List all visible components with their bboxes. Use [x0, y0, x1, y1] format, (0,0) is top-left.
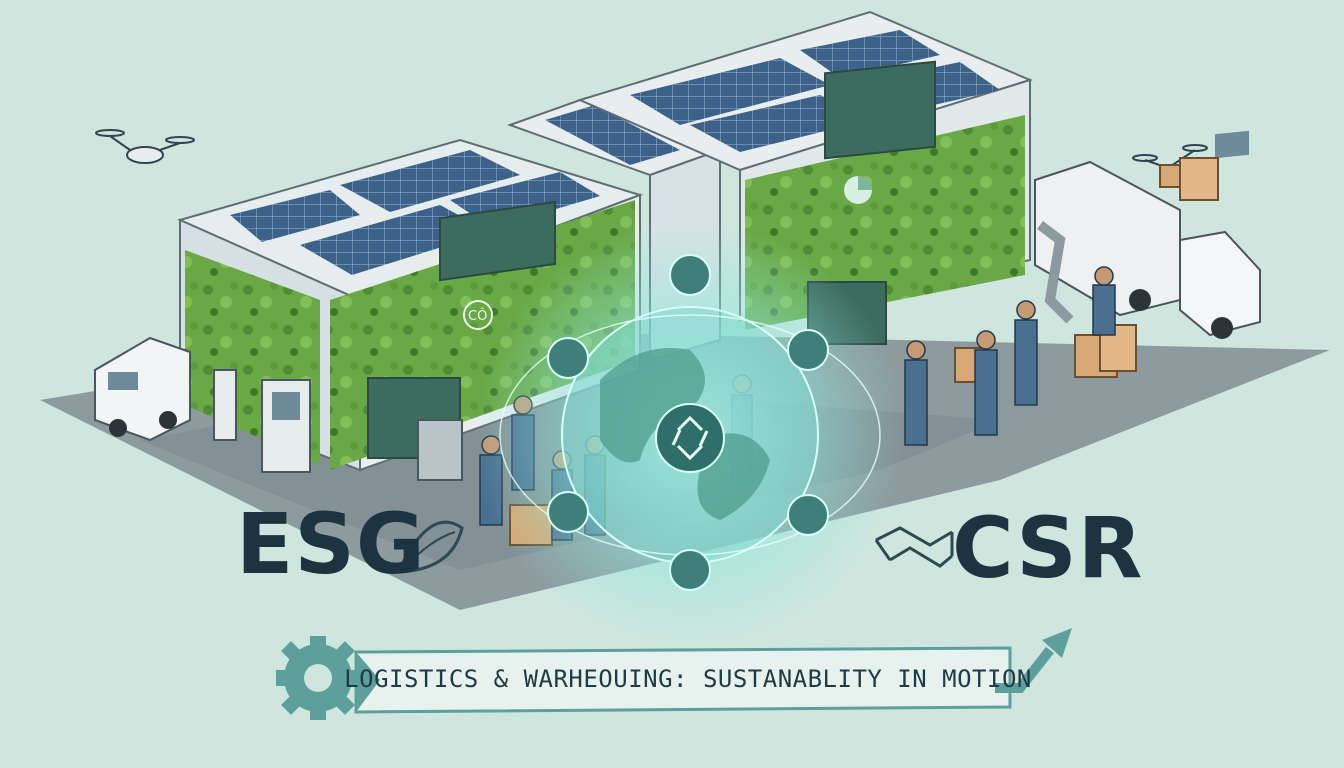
recycle-icon — [655, 403, 725, 473]
delivery-truck-icon — [1034, 130, 1261, 339]
wall-dashboard — [824, 60, 936, 160]
recycle-icon — [547, 491, 589, 533]
recycle-icon — [669, 254, 711, 296]
gear-icon — [276, 636, 360, 720]
cardboard-box-icon — [1159, 157, 1219, 201]
leaf-icon — [395, 520, 464, 574]
solar-panel-icon — [230, 190, 360, 242]
solar-panel-icon — [630, 58, 830, 125]
ev-charger-icon — [213, 369, 311, 473]
left-warehouse: CÔ — [177, 138, 644, 472]
solar-panel-icon — [340, 150, 520, 212]
handshake-icon — [874, 526, 954, 568]
orbit-icons — [547, 254, 829, 591]
solar-panel-icon — [545, 105, 680, 165]
recycle-icon — [547, 337, 589, 379]
esg-label: ESG — [236, 495, 426, 593]
banner: LOGISTICS & WARHEOUING: SUSTANABLITY IN … — [344, 648, 1031, 710]
growth-arrow-icon — [995, 628, 1072, 693]
banner-ribbon — [354, 646, 1012, 714]
globe-icon — [499, 306, 881, 564]
hub-panel — [439, 200, 556, 282]
drone-icon — [95, 129, 195, 164]
solar-panel-icon — [800, 30, 940, 78]
banner-text: LOGISTICS & WARHEOUING: SUSTANABLITY IN … — [344, 665, 1032, 693]
recycle-icon — [669, 549, 711, 591]
delivery-truck-icon — [94, 336, 191, 442]
recycle-icon — [787, 494, 829, 536]
hub-panel-text: CÔ — [468, 308, 487, 324]
recycle-icon — [787, 329, 829, 371]
csr-label: CSR — [952, 499, 1144, 597]
